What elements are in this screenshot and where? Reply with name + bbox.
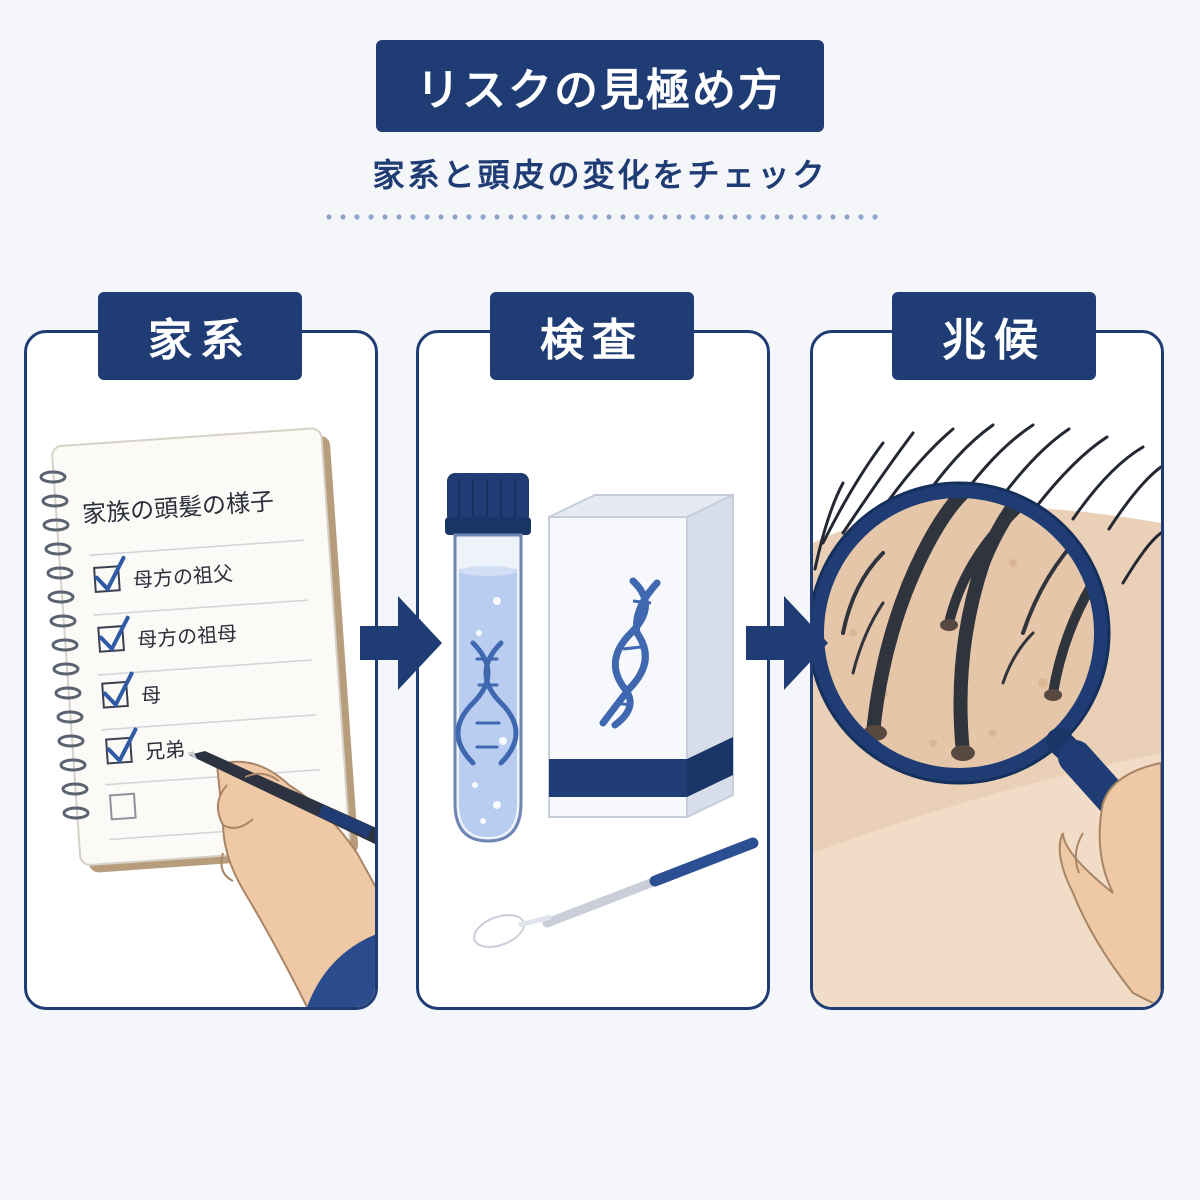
dotted-divider (322, 214, 878, 220)
notebook-item-3: 母 (140, 683, 162, 708)
swab-icon (473, 837, 759, 948)
arrow-right-icon (360, 596, 442, 690)
check-mark-icon (102, 671, 134, 709)
check-mark-icon (106, 727, 138, 765)
notebook-illustration: 家族の頭髪の様子 母方の祖父 母方の祖母 母 兄弟 (39, 427, 375, 1007)
hand-writing-illustration (187, 751, 375, 1007)
kit-box-icon (548, 493, 734, 819)
check-mark-icon (98, 615, 130, 653)
scalp-illustration (813, 423, 1161, 1007)
notebook-item-4: 兄弟 (144, 737, 186, 764)
hand-illustration (1058, 761, 1161, 1007)
page-title: リスクの見極め方 (376, 40, 824, 132)
arrow-right-icon (746, 596, 828, 690)
panel-family: 家族の頭髪の様子 母方の祖父 母方の祖母 母 兄弟 (24, 330, 378, 1010)
pen-icon (187, 751, 375, 845)
panel-label-test: 検査 (490, 292, 694, 380)
test-illustration (445, 473, 759, 948)
page-subtitle: 家系と頭皮の変化をチェック (372, 156, 828, 194)
panel-label-family: 家系 (98, 292, 302, 380)
dna-icon (455, 640, 519, 766)
panel-test (416, 330, 770, 1010)
panel-label-signs: 兆候 (892, 292, 1096, 380)
panel-signs (810, 330, 1164, 1010)
checkbox-icon (108, 792, 137, 821)
check-mark-icon (94, 555, 126, 593)
